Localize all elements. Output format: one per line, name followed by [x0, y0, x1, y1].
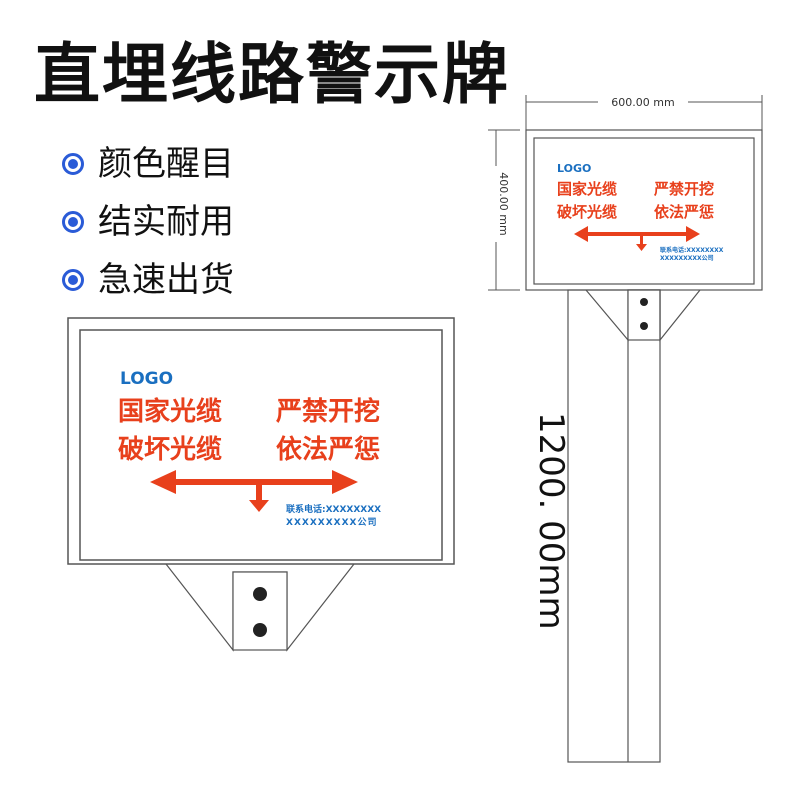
side-sign-contact-phone: 联系电话:XXXXXXXX	[660, 246, 724, 254]
feature-item: 颜色醒目	[62, 147, 234, 181]
sign-post	[567, 289, 661, 763]
feature-item: 急速出货	[62, 263, 234, 297]
bolt-hole-icon	[640, 322, 648, 330]
feature-label: 结实耐用	[98, 202, 234, 242]
side-double-arrow-icon	[574, 226, 700, 251]
radio-bullet-icon	[62, 211, 84, 233]
radio-bullet-icon	[62, 153, 84, 175]
sign-contact-company: XXXXXXXXX公司	[286, 517, 377, 528]
side-sign-logo: LOGO	[557, 162, 591, 175]
side-mount-plate	[627, 289, 661, 341]
feature-label: 颜色醒目	[98, 144, 234, 184]
sign-line1-left: 国家光缆	[118, 396, 222, 427]
side-sign-inner-frame	[533, 137, 755, 285]
sign-line2-right: 依法严惩	[276, 435, 380, 465]
sign-line1-right: 严禁开挖	[276, 396, 380, 427]
post-height-label: 1200. 00mm	[531, 412, 571, 630]
bolt-hole-icon	[253, 587, 267, 601]
side-sign-line1-left: 国家光缆	[557, 180, 617, 198]
sign-contact-phone: 联系电话:XXXXXXXX	[286, 503, 381, 515]
side-sign-line2-right: 依法严惩	[654, 203, 714, 221]
side-sign-line2-left: 破坏光缆	[557, 203, 617, 221]
width-dimension-label: 600.00 mm	[611, 96, 674, 109]
bolt-hole-icon	[640, 298, 648, 306]
radio-bullet-icon	[62, 269, 84, 291]
sign-inner-frame	[79, 329, 443, 561]
height-dimension-label: 400.00 mm	[497, 172, 510, 235]
double-arrow-icon	[150, 470, 358, 512]
feature-item: 结实耐用	[62, 205, 234, 239]
sign-logo: LOGO	[120, 369, 173, 389]
side-sign-line1-right: 严禁开挖	[653, 180, 714, 198]
side-sign-contact-company: XXXXXXXXX公司	[660, 254, 714, 262]
bolt-hole-icon	[253, 623, 267, 637]
feature-label: 急速出货	[98, 260, 234, 300]
sign-line2-left: 破坏光缆	[118, 434, 222, 465]
page-title: 直埋线路警示牌	[34, 36, 510, 113]
